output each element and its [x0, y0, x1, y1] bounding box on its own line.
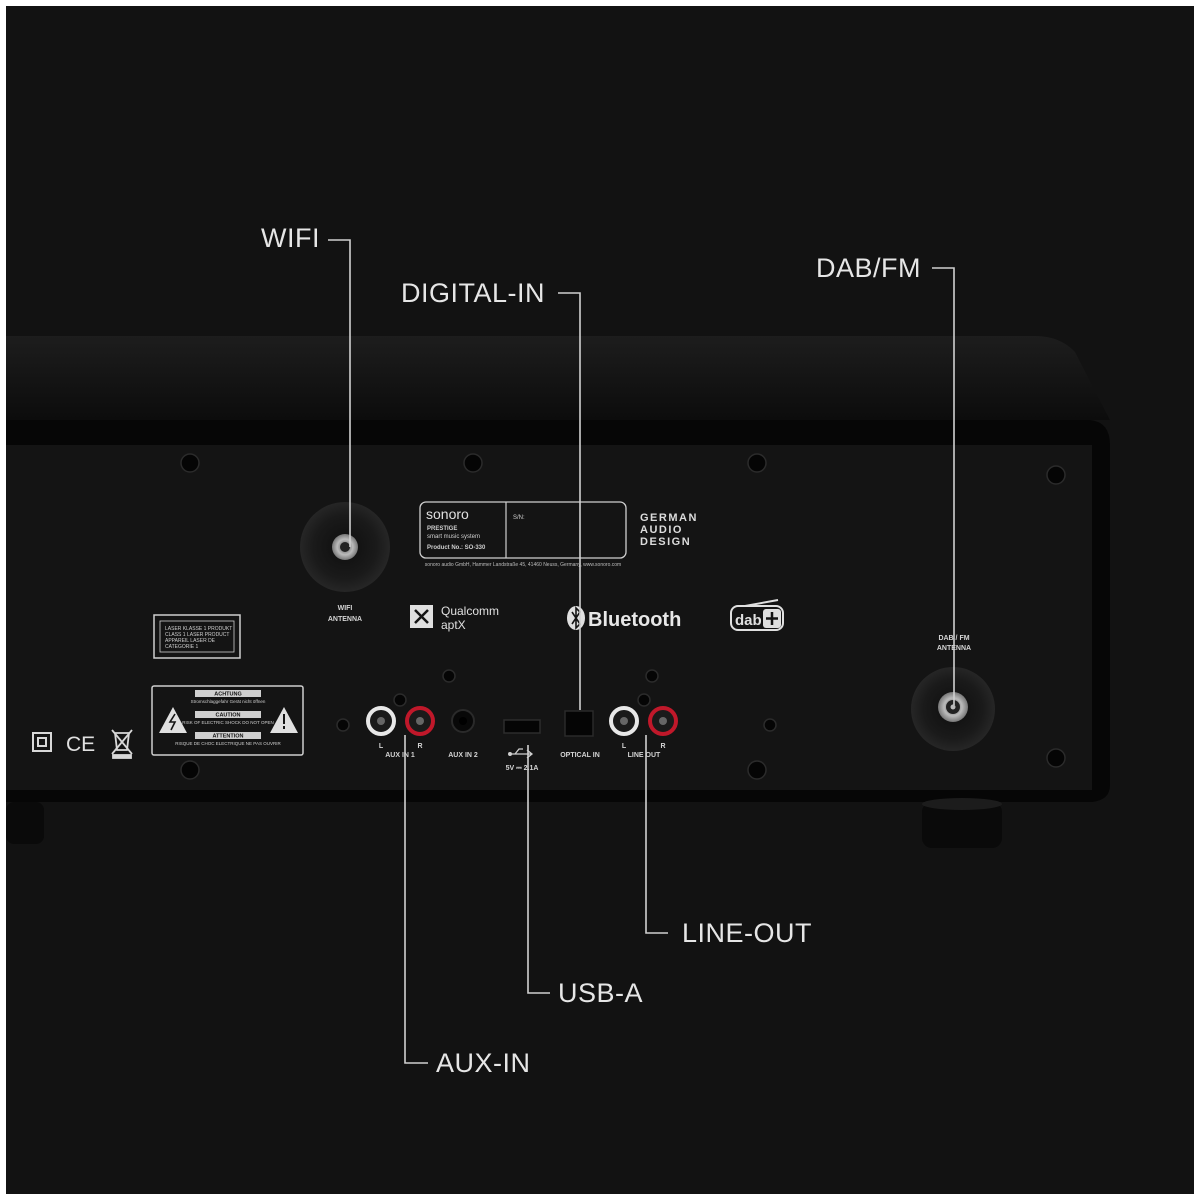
- usb-a-port: [503, 719, 541, 759]
- optical-in-label: OPTICAL IN: [560, 752, 600, 759]
- svg-text:AUDIO: AUDIO: [640, 524, 683, 536]
- dab-plus-logo: dab: [730, 599, 784, 631]
- line-out-label: LINE OUT: [628, 752, 661, 759]
- callout-line-out: LINE-OUT: [682, 918, 812, 948]
- electric-warning-label: ACHTUNG Stromschlaggefahr Gerät nicht öf…: [151, 685, 304, 756]
- qualcomm-aptx-logo: Qualcomm aptX: [410, 604, 499, 632]
- aux-in-2-label: AUX IN 2: [448, 752, 478, 759]
- wifi-antenna-label: WIFI: [338, 605, 353, 612]
- product-number: Product No.: SO-330: [427, 545, 486, 551]
- lineout-right-label: R: [660, 743, 665, 750]
- product-label: sonoro PRESTIGE smart music system Produ…: [419, 501, 627, 559]
- device-body: [6, 336, 1110, 848]
- svg-text:CLASS 1 LASER PRODUCT: CLASS 1 LASER PRODUCT: [165, 632, 229, 638]
- ce-mark: CE: [66, 733, 95, 756]
- optical-in-port: [564, 710, 594, 737]
- model-name: PRESTIGE: [427, 526, 457, 532]
- wifi-antenna-connector: [300, 502, 390, 592]
- svg-text:CAUTION: CAUTION: [215, 713, 240, 719]
- serial-number: S/N:: [513, 515, 525, 521]
- foot-left: [6, 802, 44, 844]
- brand-logo: sonoro: [426, 506, 469, 522]
- company-address: sonoro audio GmbH, Hammer Landstraße 45,…: [425, 562, 621, 568]
- svg-text:dab: dab: [735, 612, 762, 629]
- callout-usb-a: USB-A: [558, 978, 643, 1008]
- svg-text:ACHTUNG: ACHTUNG: [214, 692, 242, 698]
- aux-right-label: R: [417, 743, 422, 750]
- callout-dab-fm: DAB/FM: [816, 253, 921, 283]
- model-subtitle: smart music system: [427, 534, 480, 540]
- screws: [180, 453, 1066, 780]
- svg-text:DESIGN: DESIGN: [640, 536, 691, 548]
- aux-left-label: L: [379, 743, 384, 750]
- aux-in-1-jacks: [366, 706, 435, 736]
- svg-text:RISQUE DE CHOC ELECTRIQUE NE P: RISQUE DE CHOC ELECTRIQUE NE PAS OUVRIR: [175, 741, 281, 746]
- weee-bin-icon: [111, 729, 133, 759]
- tagline: GERMAN AUDIO DESIGN: [640, 512, 698, 548]
- lineout-left-label: L: [622, 743, 627, 750]
- svg-text:RISK OF ELECTRIC SHOCK DO NOT: RISK OF ELECTRIC SHOCK DO NOT OPEN: [182, 720, 273, 725]
- callout-wifi: WIFI: [261, 223, 320, 253]
- dab-fm-antenna-connector: [911, 667, 995, 751]
- laser-class-label: LASER KLASSE 1 PRODUKT CLASS 1 LASER PRO…: [153, 614, 241, 659]
- svg-text:CATEGORIE 1: CATEGORIE 1: [165, 644, 198, 650]
- aux-in-2-jack: [451, 709, 475, 733]
- callout-digital-in: DIGITAL-IN: [401, 278, 545, 308]
- callout-aux-in: AUX-IN: [436, 1048, 531, 1078]
- svg-text:ATTENTION: ATTENTION: [212, 734, 243, 740]
- svg-text:Qualcomm: Qualcomm: [441, 604, 499, 618]
- svg-text:Stromschlaggefahr Gerät nicht: Stromschlaggefahr Gerät nicht öffnen: [191, 699, 266, 704]
- svg-text:LASER KLASSE 1 PRODUKT: LASER KLASSE 1 PRODUKT: [165, 626, 232, 632]
- line-out-jacks: [609, 706, 678, 736]
- callout-leader-lines: [328, 239, 955, 1064]
- double-insulation-icon: [32, 732, 52, 752]
- aux-in-1-label: AUX IN 1: [385, 752, 415, 759]
- svg-text:aptX: aptX: [441, 618, 466, 632]
- certification-marks: CE: [32, 729, 133, 759]
- svg-text:APPAREIL LASER DE: APPAREIL LASER DE: [165, 638, 216, 644]
- foot-right: [922, 802, 1002, 848]
- svg-text:GERMAN: GERMAN: [640, 512, 698, 524]
- svg-text:Bluetooth: Bluetooth: [588, 609, 681, 631]
- wifi-antenna-label-2: ANTENNA: [328, 616, 362, 623]
- usb-rating-label: 5V ⎓ 2.1A: [506, 765, 539, 772]
